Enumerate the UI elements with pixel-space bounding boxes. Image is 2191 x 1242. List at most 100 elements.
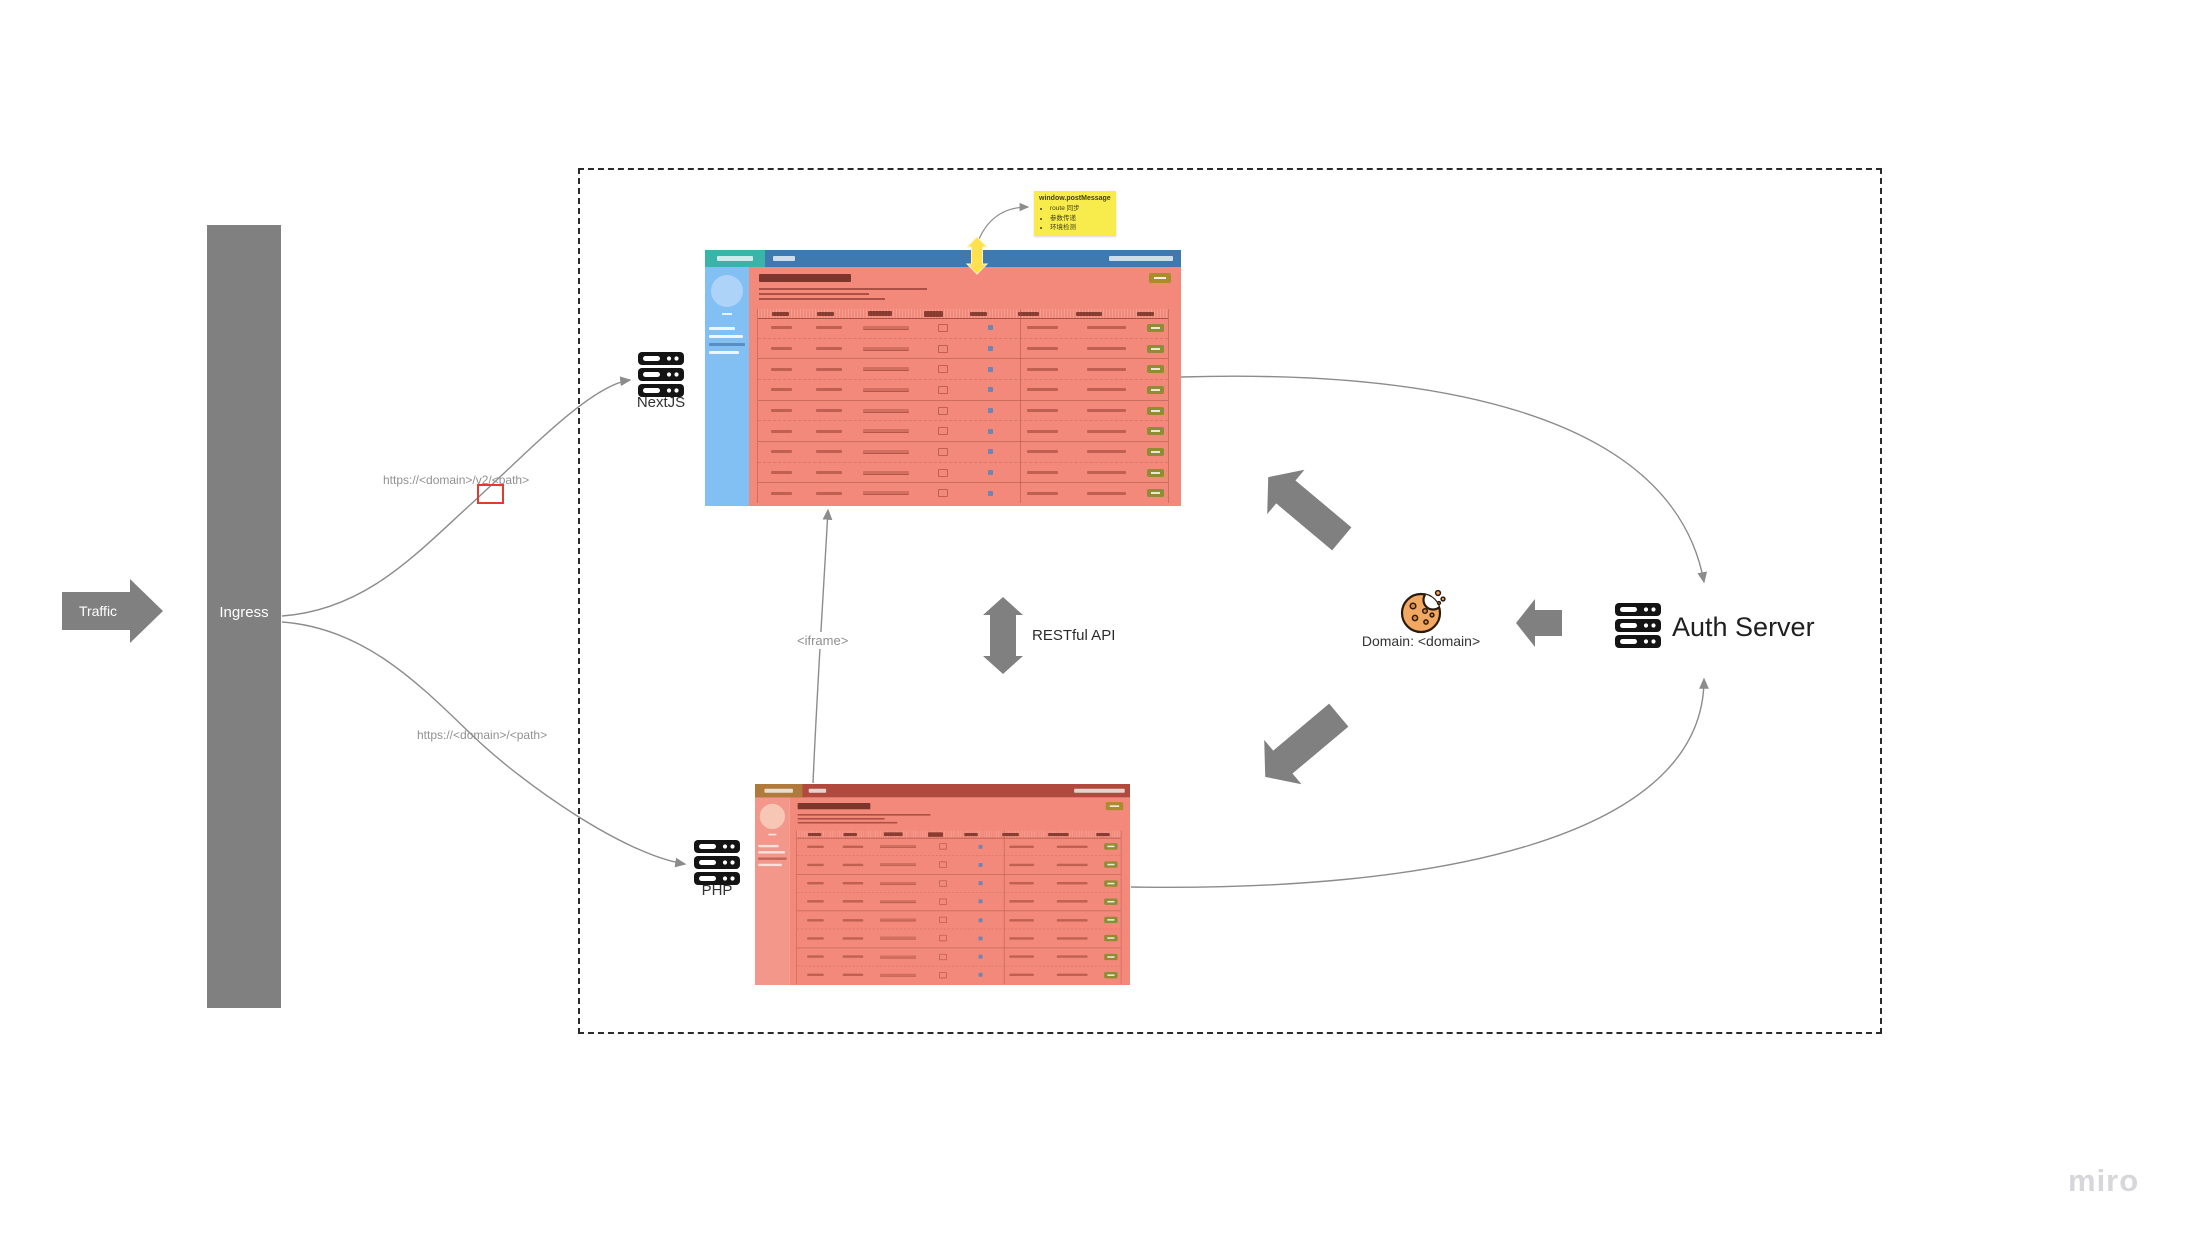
mock-cell	[999, 973, 1044, 977]
sticky-note[interactable]: window.postMessage route 同步 参数传递 环境检测	[1034, 191, 1116, 236]
ingress-bar[interactable]: Ingress	[207, 225, 281, 1008]
mock-cell	[967, 449, 1014, 455]
mock-row-button	[1142, 406, 1168, 415]
mock-cell	[1044, 882, 1100, 885]
sticky-note-bullet: 参数传递	[1050, 214, 1113, 223]
mock-cell	[805, 471, 852, 475]
mock-cell	[758, 367, 805, 371]
cookie-domain-label[interactable]: Domain: <domain>	[1361, 633, 1481, 649]
mock-cell	[1071, 409, 1142, 413]
sidebar-dash	[722, 313, 732, 315]
mock-cell	[924, 953, 961, 960]
mock-table-rows	[796, 838, 1121, 984]
mock-table-header	[758, 309, 1168, 319]
php-label[interactable]: PHP	[701, 882, 733, 899]
mock-cell	[872, 973, 924, 977]
iframe-label[interactable]: <iframe>	[794, 632, 852, 649]
mock-cell	[872, 918, 924, 922]
mock-cell	[853, 325, 919, 330]
screenshot-topbar	[755, 784, 1130, 798]
screenshot-content	[749, 267, 1181, 506]
nextjs-label[interactable]: NextJS	[636, 394, 686, 411]
mock-header-cell	[797, 832, 833, 836]
mock-header-cell	[989, 832, 1032, 836]
mock-cell	[924, 880, 961, 887]
mock-cell	[967, 490, 1014, 496]
php-app-screenshot[interactable]	[755, 784, 1130, 985]
page-title-bar	[759, 274, 851, 282]
mock-table	[796, 830, 1122, 984]
mock-cell	[872, 936, 924, 940]
mock-cell	[999, 955, 1044, 958]
mock-table-row	[758, 318, 1168, 338]
mock-header-cell	[956, 311, 1001, 316]
mock-cell	[853, 408, 919, 413]
mock-cell	[1044, 918, 1100, 922]
mock-cell	[999, 882, 1044, 885]
mock-row-button	[1100, 916, 1121, 924]
topbar-text	[808, 788, 827, 793]
mock-cell	[758, 388, 805, 392]
mock-table	[757, 309, 1169, 503]
mock-cell	[797, 973, 834, 977]
mock-cell	[872, 881, 924, 885]
mock-cell	[1014, 326, 1071, 330]
mock-cell	[758, 326, 805, 330]
screenshot-logo	[705, 250, 765, 267]
mock-cell	[797, 845, 834, 848]
mock-cell	[1014, 491, 1071, 495]
v2-highlight-box[interactable]	[477, 484, 504, 504]
info-text-lines	[797, 814, 931, 826]
mock-row-button	[1100, 898, 1121, 905]
mock-header-cell	[911, 310, 956, 317]
mock-cell	[967, 387, 1014, 393]
mock-header-cell	[1085, 832, 1121, 836]
mock-cell	[834, 937, 871, 940]
mock-cell	[758, 409, 805, 413]
mock-table-row	[796, 873, 1121, 892]
mock-cell	[967, 408, 1014, 414]
mock-cell	[853, 387, 919, 392]
info-text-lines	[759, 288, 927, 303]
mock-cell	[834, 973, 871, 977]
route-root-label[interactable]: https://<domain>/<path>	[417, 728, 548, 742]
mock-cell	[962, 862, 999, 867]
auth-server-label[interactable]: Auth Server	[1672, 612, 1815, 642]
mock-cell	[919, 344, 966, 353]
mock-cell	[853, 491, 919, 496]
mock-cell	[872, 863, 924, 867]
table-divider	[1020, 309, 1022, 503]
mock-row-button	[1142, 344, 1168, 353]
mock-cell	[924, 861, 961, 869]
screenshot-frame	[705, 250, 1181, 506]
mock-cell	[1044, 937, 1100, 940]
mock-cell	[1014, 409, 1071, 413]
sidebar-dash	[768, 833, 777, 836]
mock-cell	[758, 429, 805, 433]
mock-cell	[797, 937, 834, 940]
sticky-note-bullet: 环境检测	[1050, 223, 1113, 232]
table-divider	[1004, 830, 1005, 984]
mock-row-button	[1100, 971, 1121, 979]
mock-cell	[999, 937, 1044, 940]
mock-row-button	[1100, 880, 1121, 887]
nextjs-app-screenshot[interactable]	[705, 250, 1181, 506]
sidebar-menu	[709, 327, 746, 359]
route-v2-label[interactable]: https://<domain>/v2/<path>	[383, 473, 530, 487]
mock-cell	[962, 844, 999, 849]
mock-table-row	[758, 399, 1168, 421]
mock-cell	[1014, 450, 1071, 454]
mock-row-button	[1142, 468, 1168, 477]
mock-cell	[924, 843, 961, 850]
restful-api-label[interactable]: RESTful API	[1032, 627, 1116, 644]
mock-cell	[919, 385, 966, 394]
mock-cell	[872, 844, 924, 849]
screenshot-content	[789, 797, 1130, 985]
mock-cell	[1014, 471, 1071, 475]
page-title-bar	[797, 802, 871, 810]
mock-table-row	[796, 928, 1121, 947]
mock-cell	[1071, 388, 1142, 392]
mock-cell	[834, 900, 871, 903]
mock-cell	[805, 326, 852, 330]
